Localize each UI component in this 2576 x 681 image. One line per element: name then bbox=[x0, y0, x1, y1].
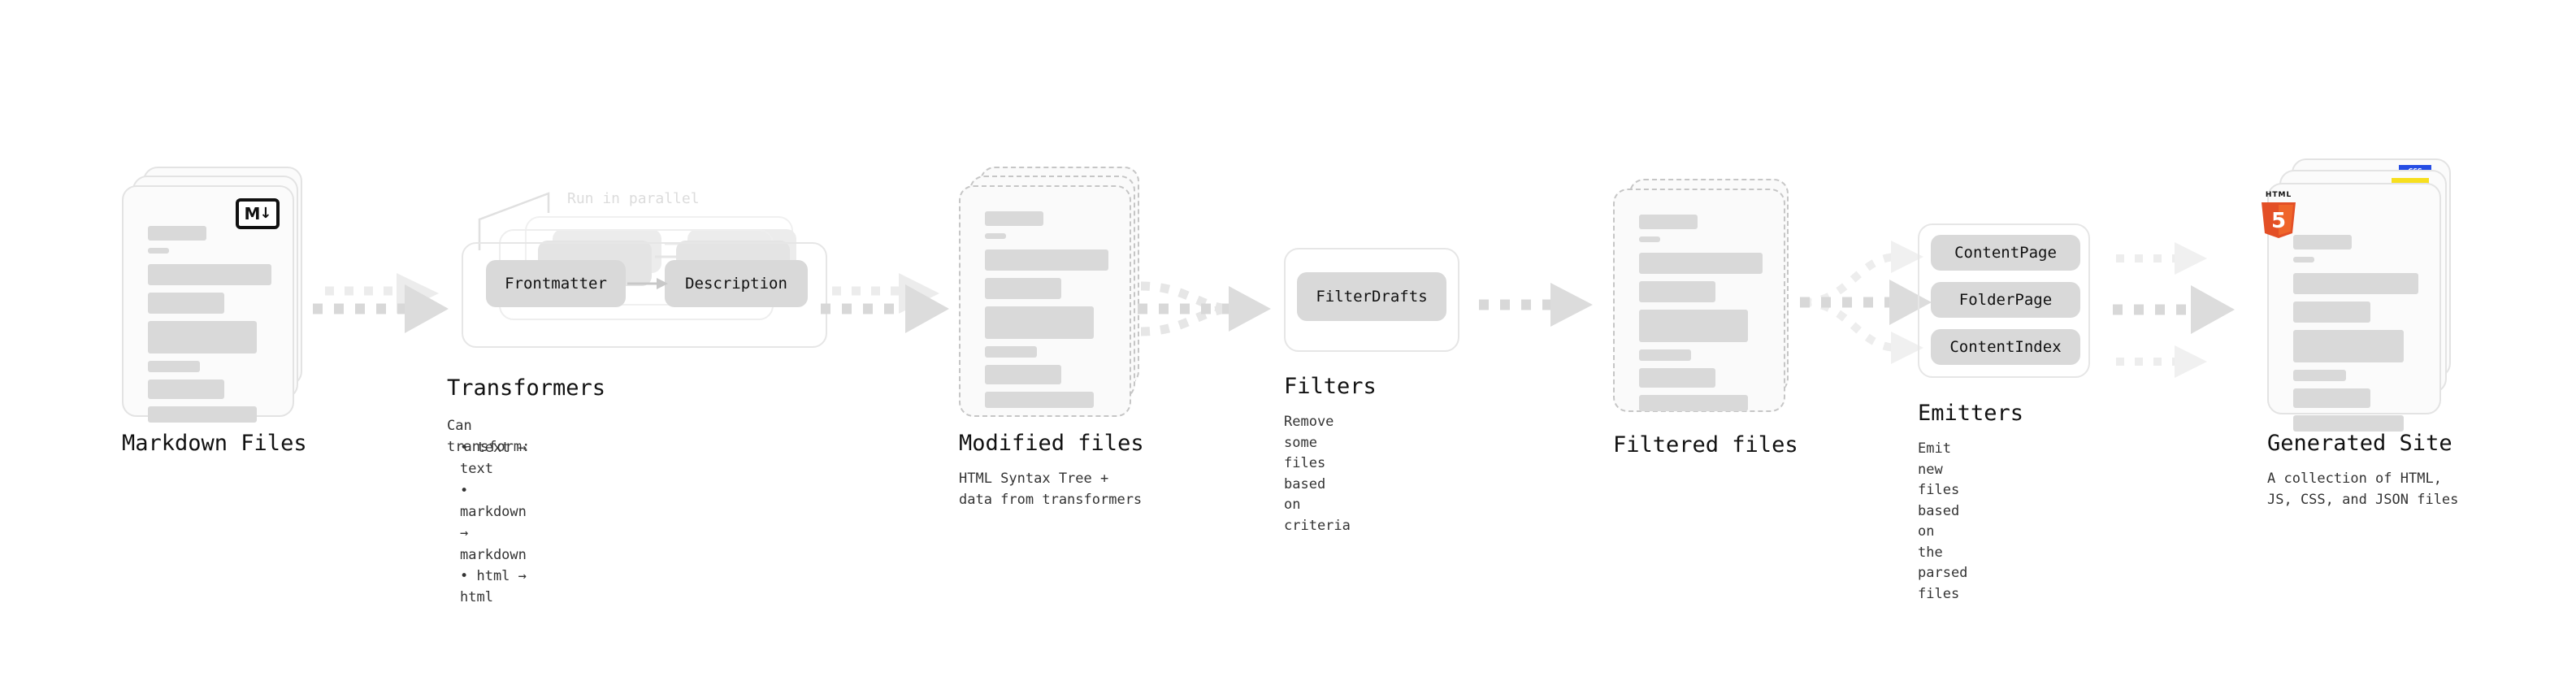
placeholder-bar bbox=[148, 264, 271, 285]
markdown-icon: M↓ bbox=[236, 198, 280, 229]
chip-label: FilterDrafts bbox=[1316, 288, 1428, 306]
stage-markdown-files: M↓ Markdown Files bbox=[122, 167, 309, 456]
placeholder-bar bbox=[2293, 370, 2346, 381]
stage-subtitle: A collection of HTML, JS, CSS, and JSON … bbox=[2267, 471, 2459, 508]
placeholder-bar bbox=[1639, 310, 1748, 342]
markdown-icon-arrow: ↓ bbox=[259, 205, 271, 222]
placeholder-bar bbox=[148, 321, 257, 354]
filtered-card-front bbox=[1613, 189, 1785, 412]
placeholder-bar bbox=[985, 278, 1062, 299]
transformer-chip-description[interactable]: Description bbox=[665, 260, 808, 307]
stage-modified-files: Modified files HTML Syntax Tree + data f… bbox=[959, 167, 1146, 508]
bullet-item: • text → text bbox=[460, 440, 527, 478]
bullet-item: • html → html bbox=[460, 568, 527, 606]
markdown-card-stack: M↓ bbox=[122, 167, 309, 423]
transformer-panel-front bbox=[462, 242, 827, 348]
stage-subtitle: Emit new files based on the parsed files bbox=[1918, 440, 1968, 602]
stage-subtitle: HTML Syntax Tree + data from transformer… bbox=[959, 471, 1143, 508]
arrow-modified-to-filters bbox=[1138, 281, 1271, 336]
placeholder-bar bbox=[2293, 301, 2371, 323]
stage-title: Transformers bbox=[447, 375, 606, 401]
emitter-chip-contentpage[interactable]: ContentPage bbox=[1931, 235, 2080, 271]
stage-title: Generated Site bbox=[2267, 431, 2452, 456]
placeholder-bar bbox=[148, 361, 200, 372]
placeholder-bar bbox=[985, 365, 1062, 384]
placeholder-bar bbox=[2293, 388, 2371, 408]
placeholder-bar bbox=[2293, 273, 2418, 294]
placeholder-bar bbox=[1639, 253, 1763, 274]
placeholder-bar bbox=[1639, 349, 1691, 361]
arrow-filters-to-filtered bbox=[1479, 283, 1593, 327]
arrow-transformers-to-modified bbox=[821, 273, 949, 333]
transformer-arrow-ghost-mid bbox=[655, 252, 699, 262]
emitters-panel bbox=[1918, 223, 2090, 378]
stage-filtered-files: Filtered files bbox=[1613, 179, 1800, 458]
arrow-filtered-to-emitters bbox=[1800, 241, 1932, 364]
modified-card-stack bbox=[959, 167, 1146, 419]
chip-label: ContentIndex bbox=[1949, 338, 2062, 356]
placeholder-bar bbox=[985, 233, 1006, 239]
markdown-card-front: M↓ bbox=[122, 185, 294, 423]
placeholder-bar bbox=[985, 306, 1094, 339]
transformer-chip-frontmatter[interactable]: Frontmatter bbox=[486, 260, 626, 307]
stage-title: Emitters bbox=[1918, 401, 2024, 426]
markdown-card-body bbox=[148, 226, 271, 430]
placeholder-bar bbox=[2293, 330, 2404, 362]
arrow-emitters-to-site bbox=[2113, 242, 2235, 378]
html5-icon: HTML 5 bbox=[2257, 191, 2300, 240]
placeholder-bar bbox=[1639, 215, 1698, 229]
stage-title: Filtered files bbox=[1613, 432, 1798, 458]
placeholder-bar bbox=[148, 226, 206, 241]
placeholder-bar bbox=[2293, 257, 2314, 262]
stage-generated-site: CSS HTML 5 bbox=[2262, 158, 2462, 508]
placeholder-bar bbox=[985, 346, 1037, 358]
stage-title: Markdown Files bbox=[122, 431, 307, 456]
transformer-bullets: • text → text • markdown → markdown • ht… bbox=[447, 437, 527, 609]
run-in-parallel-bracket bbox=[478, 192, 550, 250]
stage-title: Filters bbox=[1284, 374, 1377, 399]
emitter-chip-contentindex[interactable]: ContentIndex bbox=[1931, 329, 2080, 365]
placeholder-bar bbox=[1639, 368, 1716, 388]
markdown-icon-letter: M bbox=[244, 204, 261, 223]
site-card-body bbox=[2293, 235, 2418, 439]
html5-shield: 5 bbox=[2262, 202, 2296, 238]
filters-panel bbox=[1284, 248, 1459, 352]
stage-subtitle: Remove some files based on criteria bbox=[1284, 414, 1351, 534]
chip-label: Description bbox=[685, 275, 787, 293]
run-in-parallel-label: Run in parallel bbox=[567, 190, 700, 207]
placeholder-bar bbox=[985, 211, 1043, 226]
placeholder-bar bbox=[1639, 236, 1660, 242]
filter-chip-filterdrafts[interactable]: FilterDrafts bbox=[1297, 272, 1446, 321]
site-card-stack: CSS HTML 5 bbox=[2262, 158, 2462, 432]
bullet-item: • markdown → markdown bbox=[460, 482, 527, 563]
stage-subtitle: Can transform: bbox=[447, 418, 531, 455]
placeholder-bar bbox=[148, 380, 225, 399]
placeholder-bar bbox=[1639, 281, 1716, 302]
stage-title: Modified files bbox=[959, 431, 1144, 456]
placeholder-bar bbox=[2293, 235, 2352, 249]
chip-label: FolderPage bbox=[1958, 291, 2053, 309]
chip-label: Frontmatter bbox=[505, 275, 607, 293]
emitter-chip-folderpage[interactable]: FolderPage bbox=[1931, 282, 2080, 318]
modified-card-body bbox=[985, 211, 1108, 415]
svg-text:5: 5 bbox=[2271, 209, 2286, 233]
placeholder-bar bbox=[985, 249, 1108, 271]
placeholder-bar bbox=[148, 406, 257, 423]
placeholder-bar bbox=[148, 293, 225, 314]
arrow-markdown-to-transformers bbox=[313, 273, 449, 333]
placeholder-bar bbox=[2293, 415, 2404, 432]
modified-card-front bbox=[959, 185, 1131, 417]
placeholder-bar bbox=[985, 392, 1094, 408]
site-card-front-html: HTML 5 bbox=[2262, 183, 2441, 432]
filtered-card-stack bbox=[1613, 179, 1800, 423]
placeholder-bar bbox=[148, 248, 169, 254]
transformer-arrow-front bbox=[627, 278, 668, 289]
placeholder-bar bbox=[1639, 395, 1748, 411]
filtered-card-body bbox=[1639, 215, 1763, 419]
chip-label: ContentPage bbox=[1954, 244, 2057, 262]
html5-icon-label: HTML bbox=[2265, 191, 2292, 199]
